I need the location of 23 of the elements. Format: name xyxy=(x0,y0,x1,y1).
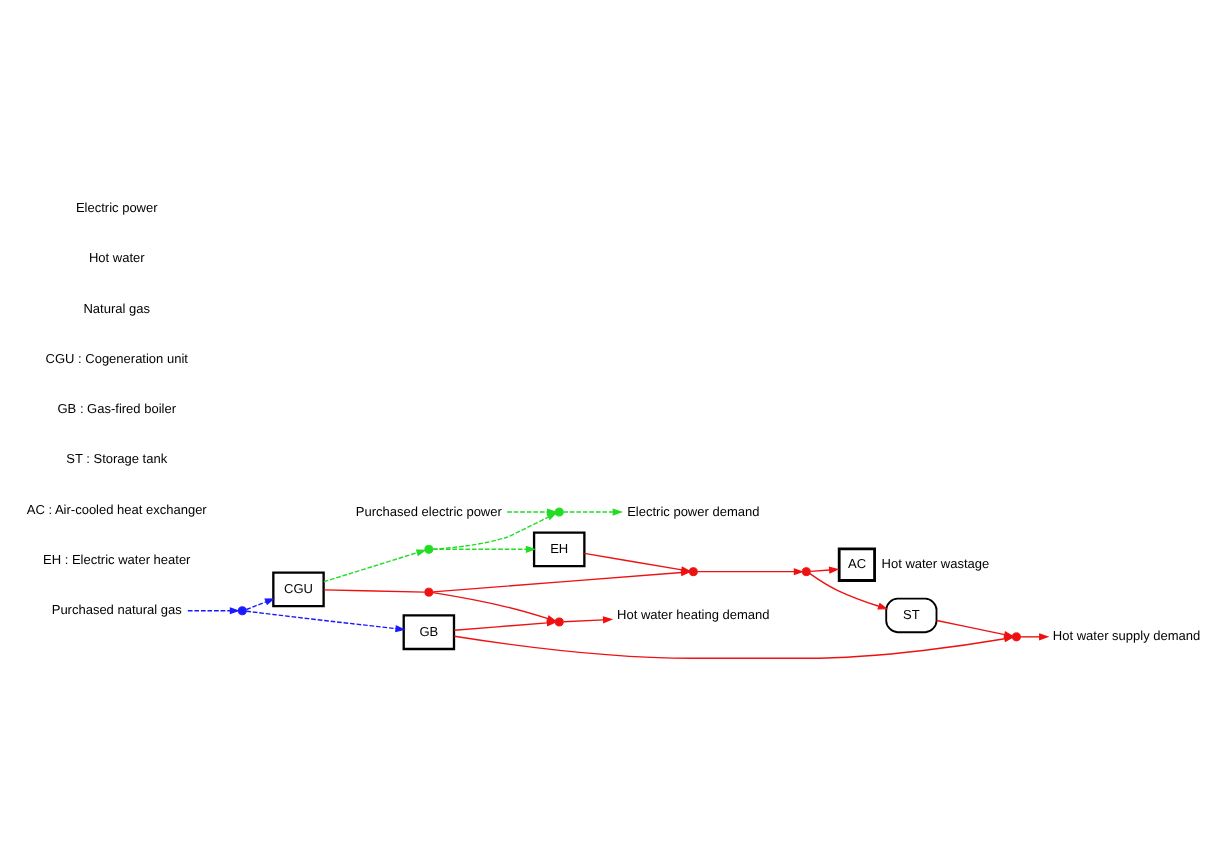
node-circle xyxy=(1011,632,1021,642)
arrow xyxy=(432,512,558,550)
arrow xyxy=(245,598,276,611)
node-circle xyxy=(688,567,698,577)
arrow xyxy=(809,572,889,610)
arrow xyxy=(696,568,805,576)
node-circle xyxy=(554,507,564,517)
node-circle xyxy=(424,587,434,597)
arrow xyxy=(1019,633,1050,641)
node-circle xyxy=(554,617,564,627)
node-circle xyxy=(237,606,247,616)
arrow xyxy=(453,635,1015,659)
arrow xyxy=(323,549,427,583)
arrow xyxy=(432,545,537,553)
arrow xyxy=(245,610,406,633)
arrow xyxy=(187,607,241,615)
arrow xyxy=(562,508,623,516)
connector xyxy=(323,589,426,593)
arrow xyxy=(562,616,614,624)
node-circle xyxy=(424,544,434,554)
arrow xyxy=(453,619,558,631)
arrow xyxy=(809,566,840,574)
node-circle xyxy=(801,567,811,577)
